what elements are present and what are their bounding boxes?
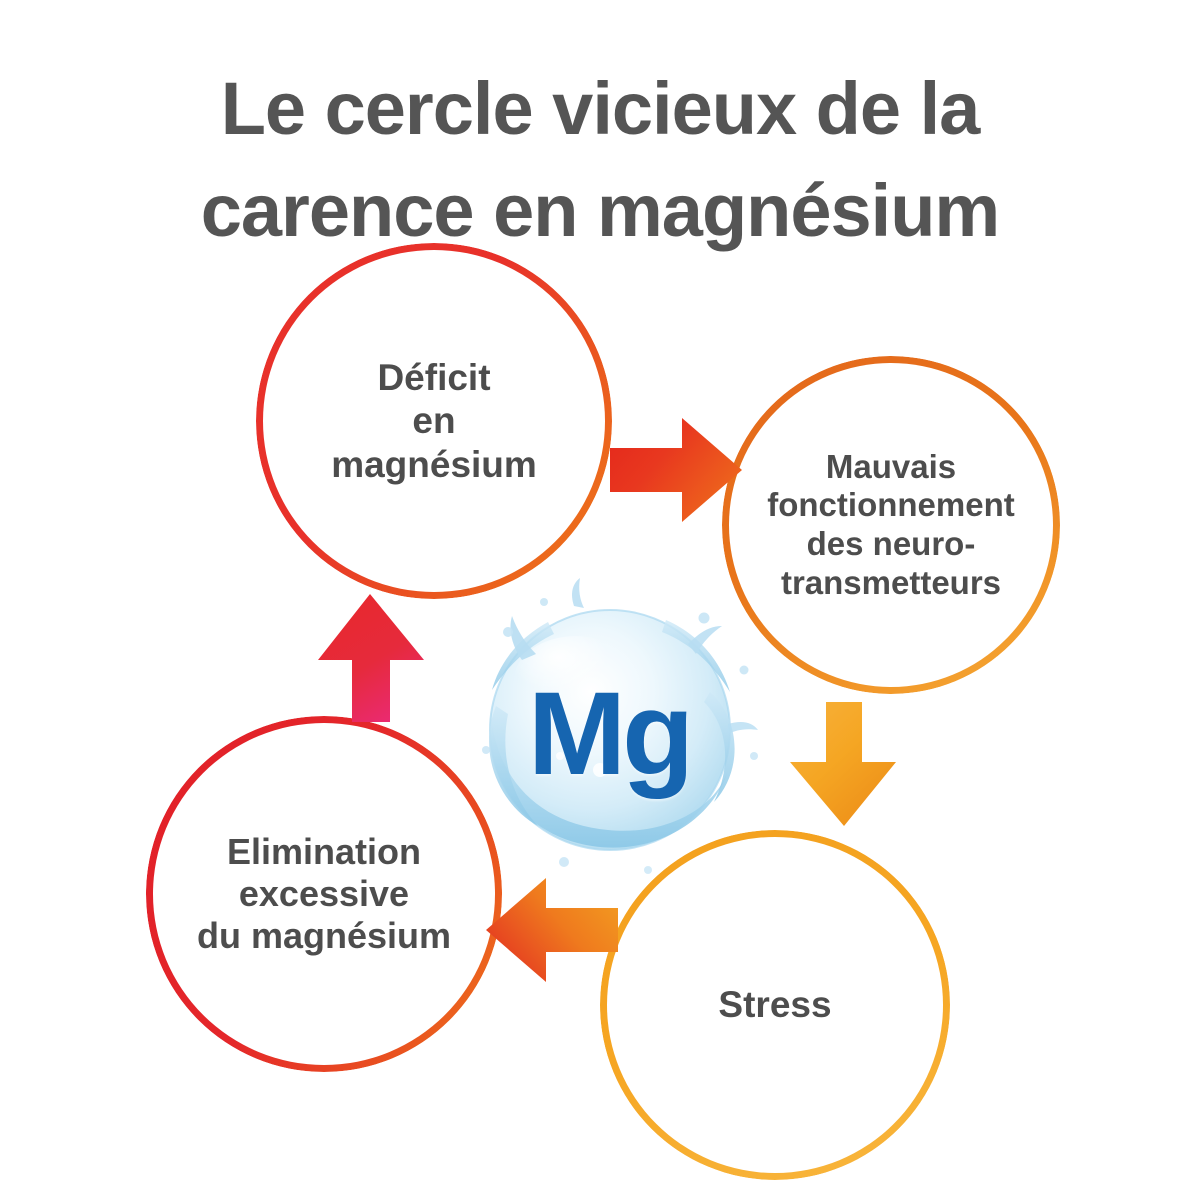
node-elimination-excessive-du-magnesium[interactable]: Elimination excessive du magnésium [146,716,502,1072]
arrow-up-icon [312,592,430,724]
node-elimination-line-3: du magnésium [196,915,452,957]
arrow-left-icon [484,872,620,988]
node-deficit-label: Déficit en magnésium [325,356,543,486]
node-stress-line-1: Stress [718,984,832,1026]
node-deficit-line-1: Déficit [377,357,491,399]
page-title-line-2: carence en magnésium [200,169,1000,253]
node-mauvais-fonctionnement-neurotransmetteurs[interactable]: Mauvais fonctionnement des neuro- transm… [722,356,1060,694]
node-deficit-en-magnesium[interactable]: Déficit en magnésium [256,243,612,599]
arrow-up-glyph [318,594,424,722]
node-elimination-label: Elimination excessive du magnésium [191,831,457,957]
node-deficit-line-2: en [412,400,456,442]
page-title: Le cercle vicieux de la carence en magné… [0,58,1200,262]
node-neuro-line-4: transmetteurs [780,563,1002,601]
node-stress-label: Stress [712,983,837,1026]
magnesium-symbol: Mg [527,668,694,800]
arrow-right-glyph [610,418,742,522]
magnesium-water-splash-graphic: Mg [452,574,772,894]
node-deficit-line-3: magnésium [331,443,537,485]
arrow-right-icon [608,412,744,528]
node-neuro-line-2: fonctionnement [767,486,1015,524]
node-elimination-line-2: excessive [238,872,410,914]
node-neuro-label: Mauvais fonctionnement des neuro- transm… [761,448,1020,602]
arrow-left-glyph [486,878,618,982]
node-neuro-line-1: Mauvais [825,447,957,485]
node-elimination-line-1: Elimination [226,830,421,872]
arrow-down-glyph [790,702,896,826]
arrow-down-icon [782,700,904,828]
node-neuro-line-3: des neuro- [806,525,976,562]
page-title-line-1: Le cercle vicieux de la [220,67,981,150]
